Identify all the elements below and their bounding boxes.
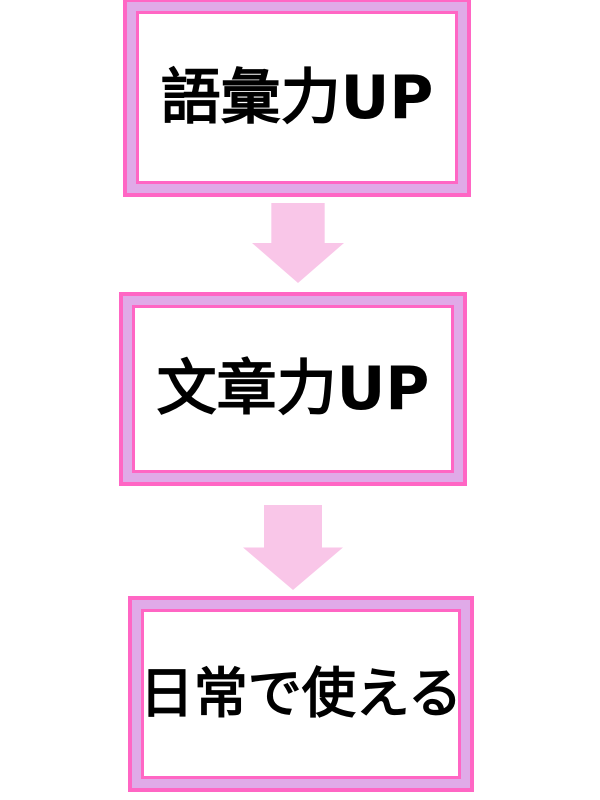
step-label-daily-use: 日常で使える <box>139 662 463 725</box>
down-arrow-icon <box>243 505 343 590</box>
step-box-daily-use: 日常で使える <box>128 596 474 792</box>
step-label-vocabulary: 語彙力UP <box>160 62 434 133</box>
down-arrow-icon <box>252 203 344 283</box>
step-label-writing: 文章力UP <box>156 354 430 424</box>
step-box-vocabulary: 語彙力UP <box>123 0 471 197</box>
step-box-writing: 文章力UP <box>119 292 467 486</box>
